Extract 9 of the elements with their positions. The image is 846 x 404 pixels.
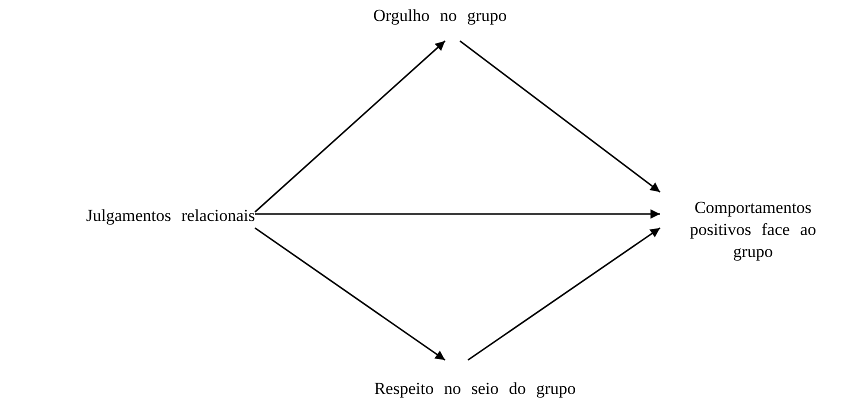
arrow bbox=[254, 227, 446, 361]
arrow bbox=[460, 40, 660, 193]
arrow bbox=[468, 227, 660, 361]
node-label: Orgulho no grupo bbox=[373, 5, 507, 27]
node-label: Julgamentos relacionais bbox=[86, 205, 255, 227]
node-label: Comportamentos positivos face ao grupo bbox=[688, 197, 818, 263]
arrow bbox=[254, 40, 446, 213]
arrow bbox=[255, 209, 660, 219]
node-label: Respeito no seio do grupo bbox=[374, 378, 576, 400]
